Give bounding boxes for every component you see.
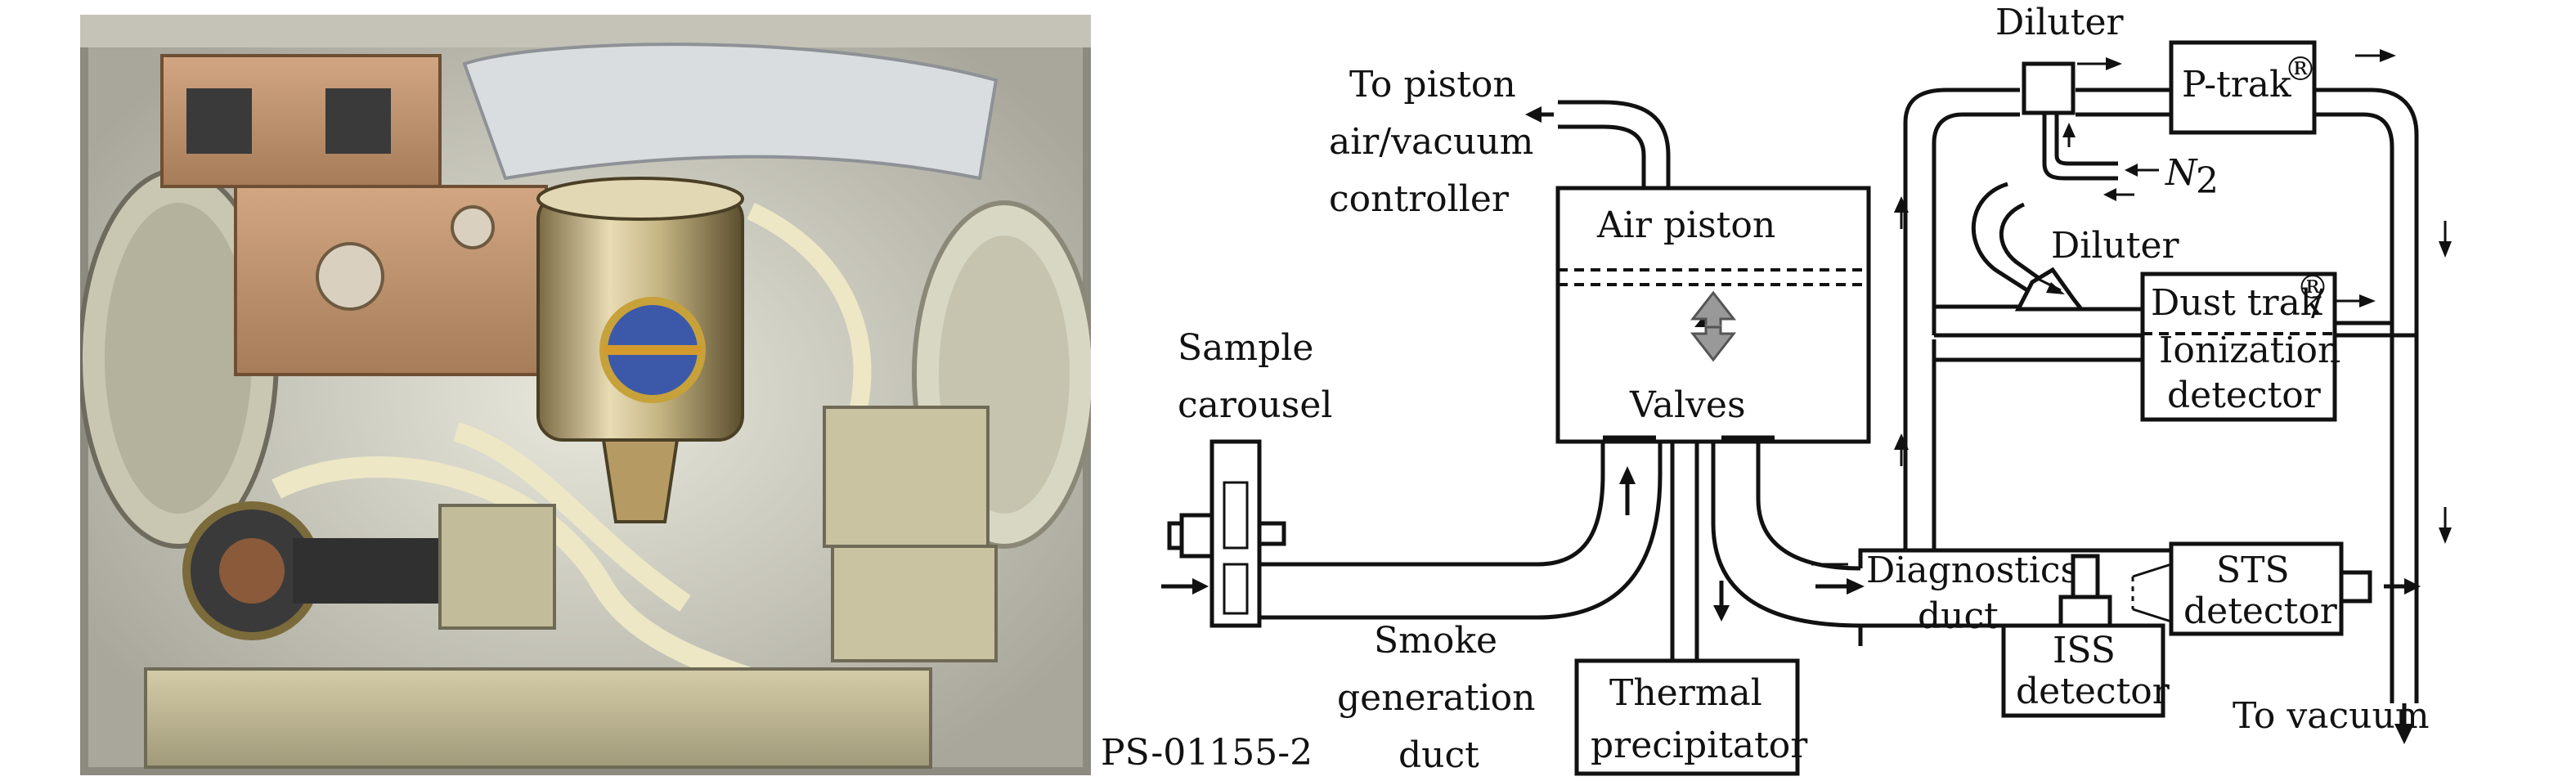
thermal-precipitator: Thermal precipitator bbox=[1574, 442, 1808, 776]
svg-text:duct: duct bbox=[1398, 734, 1479, 776]
diagnostics-duct: Diagnostics duct bbox=[1711, 442, 2173, 646]
hardware-photo-illustration bbox=[78, 15, 1097, 775]
sts-detector-box bbox=[2169, 541, 2344, 636]
svg-text:To piston: To piston bbox=[1349, 64, 1516, 105]
air-piston-label: Air piston bbox=[1596, 204, 1775, 246]
svg-text:precipitator: precipitator bbox=[1591, 725, 1808, 766]
dusttrak-box bbox=[2140, 272, 2337, 422]
ptrak-instrument: P-trak ® To vacuum bbox=[2169, 40, 2452, 744]
svg-text:Sample: Sample bbox=[1178, 327, 1313, 369]
dusttrak-ionization: Dust trak ® / Ionization detector bbox=[2140, 269, 2417, 422]
svg-text:air/vacuum: air/vacuum bbox=[1329, 121, 1533, 163]
sample-carousel: Sample carousel bbox=[1161, 327, 1332, 628]
hardware-photo bbox=[78, 15, 1097, 775]
n2-subscript: 2 bbox=[2196, 160, 2219, 202]
svg-text:generation: generation bbox=[1337, 677, 1535, 719]
valves-label: Valves bbox=[1629, 384, 1746, 426]
sts-detector: STS detector bbox=[2169, 541, 2421, 636]
svg-text:Smoke: Smoke bbox=[1374, 620, 1497, 662]
svg-text:Thermal: Thermal bbox=[1609, 672, 1762, 714]
diluter-top: Diluter N 2 bbox=[1995, 2, 2219, 202]
ptrak-box bbox=[2169, 40, 2317, 135]
svg-text:duct: duct bbox=[1918, 595, 1999, 637]
svg-text:detector: detector bbox=[2016, 671, 2170, 712]
air-piston-assembly: Air piston Valves bbox=[1525, 100, 1871, 444]
smoke-generation-duct bbox=[1259, 442, 1663, 620]
svg-text:detector: detector bbox=[2183, 590, 2338, 632]
svg-text:Diluter: Diluter bbox=[1995, 2, 2124, 43]
dusttrak-label: Dust trak bbox=[2151, 282, 2322, 324]
return-riser bbox=[1894, 88, 2020, 550]
ptrak-label: P-trak bbox=[2182, 64, 2291, 105]
diluter-top-box bbox=[2022, 61, 2076, 115]
to-vacuum-label: To vacuum bbox=[2233, 695, 2430, 737]
thermal-precipitator-box bbox=[1574, 658, 1800, 776]
svg-text:controller: controller bbox=[1329, 178, 1510, 220]
svg-text:Ionization: Ionization bbox=[2159, 330, 2340, 371]
svg-text:®: ® bbox=[2296, 269, 2329, 307]
to-piston-label: To piston air/vacuum controller bbox=[1329, 64, 1533, 220]
iss-detector-box bbox=[2001, 623, 2165, 718]
svg-text:/: / bbox=[2311, 282, 2323, 324]
svg-text:ISS: ISS bbox=[2053, 630, 2116, 671]
svg-text:Diagnostics: Diagnostics bbox=[1866, 550, 2079, 591]
diluter-mid: Diluter bbox=[1934, 182, 2179, 362]
smoke-duct-label: Smoke generation duct bbox=[1337, 620, 1535, 776]
photo-id-label: PS-01155-2 bbox=[1101, 732, 1313, 774]
svg-text:STS: STS bbox=[2216, 550, 2290, 591]
iss-detector: ISS detector bbox=[2001, 623, 2170, 718]
svg-text:®: ® bbox=[2284, 51, 2317, 88]
carousel-body bbox=[1209, 439, 1262, 628]
n2-label: N bbox=[2165, 152, 2198, 194]
svg-text:carousel: carousel bbox=[1178, 384, 1332, 426]
svg-text:detector: detector bbox=[2167, 375, 2322, 416]
svg-text:Diluter: Diluter bbox=[2051, 225, 2179, 267]
